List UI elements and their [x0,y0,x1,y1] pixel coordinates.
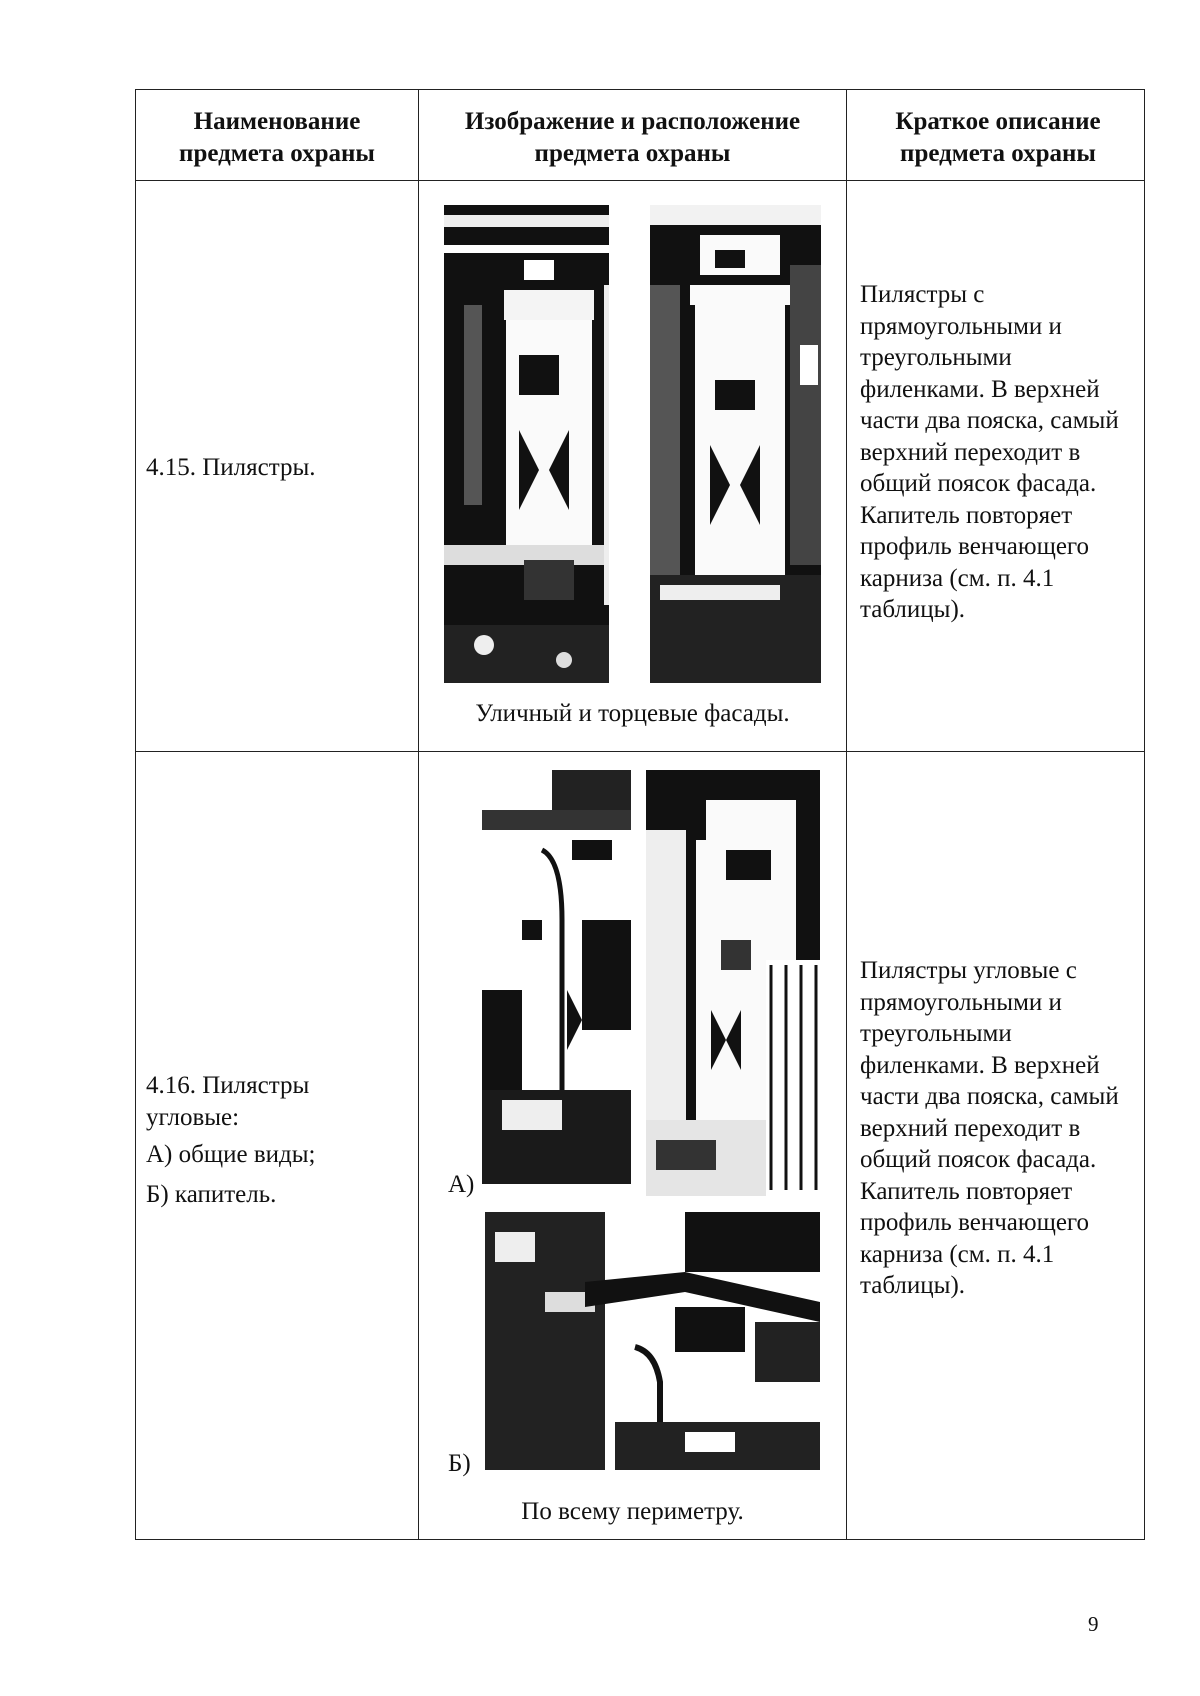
header-description: Краткое описание предмета охраны [895,108,1101,167]
column-divider-2 [846,89,847,1540]
photo-pilaster-street-facade [444,205,609,683]
photo-label-b: Б) [448,1450,471,1477]
row-1-caption: Уличный и торцевые фасады. [475,700,790,727]
row-2-caption: По всему периметру. [521,1498,744,1525]
header-divider [135,180,1145,181]
row-1-name: 4.15. Пилястры. [146,454,316,481]
photo-pilaster-end-facade [650,205,821,683]
column-divider-1 [418,89,419,1540]
row-2-name-item-b: Б) капитель. [146,1180,277,1208]
photo-label-a: А) [448,1171,475,1198]
row-2-name-title: 4.16. Пилястры угловые: [146,1072,310,1131]
photo-corner-pilaster-view-1 [482,770,631,1184]
photo-corner-pilaster-capital [485,1212,820,1470]
row-divider [135,751,1145,752]
page-number: 9 [1088,1612,1099,1636]
protection-table [135,89,1145,1540]
row-2-name: 4.16. Пилястры угловые: А) общие виды; Б… [146,1070,406,1210]
row-2-description: Пилястры угловые с прямоугольными и треу… [860,957,1119,1299]
header-name: Наименование предмета охраны [179,108,375,167]
header-image: Изображение и расположение предмета охра… [464,108,801,167]
photo-corner-pilaster-view-2 [646,770,820,1196]
row-1-description: Пилястры с прямоугольными и треугольными… [860,281,1119,623]
row-2-name-item-a: А) общие виды; [146,1141,316,1168]
